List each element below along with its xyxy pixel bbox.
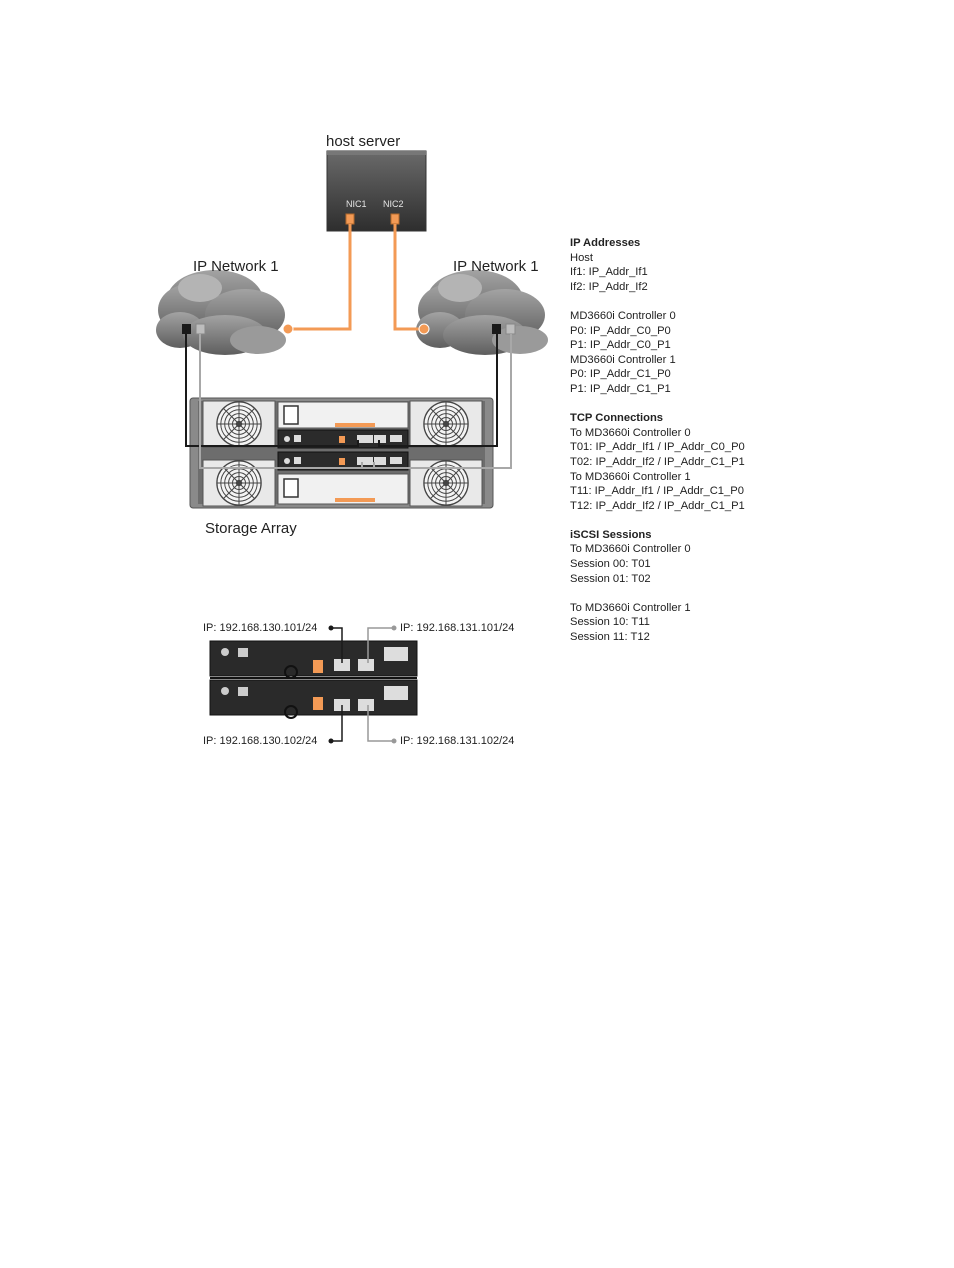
cloud-left bbox=[156, 270, 286, 355]
legend-line: Session 01: T02 bbox=[570, 572, 651, 585]
tcp-connections-heading: TCP Connections bbox=[570, 412, 664, 425]
host-server-title: host server bbox=[326, 133, 401, 150]
legend-line: T11: IP_Addr_If1 / IP_Addr_C1_P0 bbox=[570, 485, 744, 498]
ip-controller1-port1: IP: 192.168.131.102/24 bbox=[400, 735, 515, 747]
ip-controller0-port0: IP: 192.168.130.101/24 bbox=[203, 622, 318, 634]
legend: IP Addresses Host If1: IP_Addr_If1 If2: … bbox=[570, 236, 790, 645]
legend-line: To MD3660i Controller 1 bbox=[570, 470, 691, 483]
nic2-label: NIC2 bbox=[383, 199, 404, 209]
host-network-cables bbox=[282, 224, 430, 335]
legend-line: To MD3660i Controller 0 bbox=[570, 543, 691, 556]
legend-line: Session 11: T12 bbox=[570, 631, 650, 644]
legend-line: If2: IP_Addr_If2 bbox=[570, 280, 648, 293]
ip-addresses-heading: IP Addresses bbox=[570, 237, 641, 249]
legend-line: P1: IP_Addr_C0_P1 bbox=[570, 339, 671, 352]
legend-line: MD3660i Controller 0 bbox=[570, 309, 676, 322]
storage-array bbox=[189, 397, 494, 509]
legend-line: T12: IP_Addr_If2 / IP_Addr_C1_P1 bbox=[570, 499, 745, 512]
legend-line: T01: IP_Addr_If1 / IP_Addr_C0_P0 bbox=[570, 441, 745, 454]
nic1-port bbox=[345, 213, 355, 225]
legend-line: P1: IP_Addr_C1_P1 bbox=[570, 382, 671, 395]
ip-controller1-port0: IP: 192.168.130.102/24 bbox=[203, 735, 318, 747]
ip-controller0-port1: IP: 192.168.131.101/24 bbox=[400, 622, 515, 634]
cloud-right bbox=[416, 270, 548, 355]
iscsi-sessions-heading: iSCSI Sessions bbox=[570, 528, 652, 541]
legend-line: P0: IP_Addr_C1_P0 bbox=[570, 368, 671, 381]
legend-line: P0: IP_Addr_C0_P0 bbox=[570, 324, 671, 337]
legend-line: To MD3660i Controller 0 bbox=[570, 426, 691, 439]
host-server: NIC1 NIC2 bbox=[326, 150, 427, 232]
legend-line: If1: IP_Addr_If1 bbox=[570, 266, 648, 279]
nic2-port bbox=[390, 213, 400, 225]
legend-line: MD3660i Controller 1 bbox=[570, 353, 676, 366]
legend-line: Session 10: T11 bbox=[570, 616, 650, 629]
controller-detail bbox=[209, 625, 418, 744]
nic1-label: NIC1 bbox=[346, 199, 367, 209]
network-right-label: IP Network 1 bbox=[453, 258, 539, 275]
legend-line: Host bbox=[570, 251, 594, 264]
storage-array-label: Storage Array bbox=[205, 520, 297, 537]
iscsi-topology-diagram: NIC1 NIC2 bbox=[156, 150, 548, 744]
legend-line: To MD3660i Controller 1 bbox=[570, 601, 691, 614]
network-left-label: IP Network 1 bbox=[193, 258, 279, 275]
legend-line: T02: IP_Addr_If2 / IP_Addr_C1_P1 bbox=[570, 455, 745, 468]
storage-network-cables bbox=[182, 323, 516, 469]
legend-line: Session 00: T01 bbox=[570, 558, 651, 571]
